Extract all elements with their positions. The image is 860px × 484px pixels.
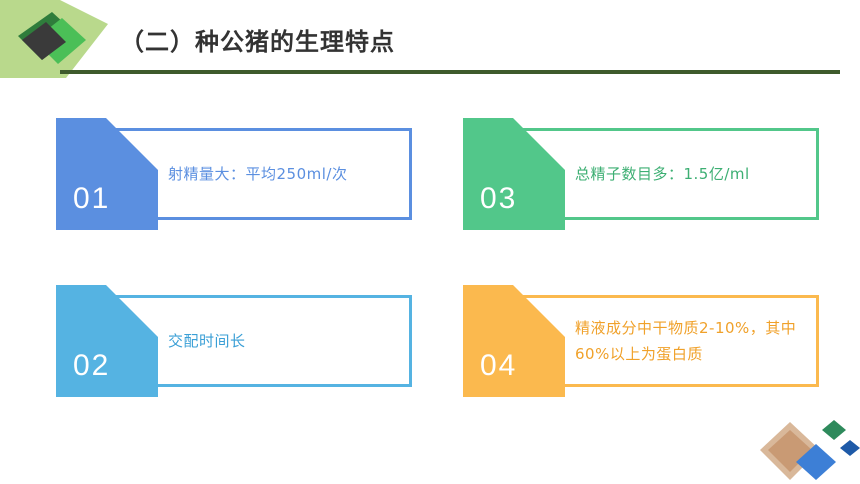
title-underline xyxy=(60,70,840,74)
card-text: 精液成分中干物质2-10%，其中60%以上为蛋白质 xyxy=(575,319,797,363)
slide-logo-icon xyxy=(0,0,108,78)
card-frame xyxy=(519,295,819,387)
card-frame xyxy=(519,128,819,220)
card-number: 02 xyxy=(73,349,111,382)
card-03: 03 总精子数目多：1.5亿/ml xyxy=(463,118,819,230)
card-frame xyxy=(112,295,412,387)
card-frame xyxy=(112,128,412,220)
card-text: 交配时间长 xyxy=(168,332,246,350)
corner-decoration-icon xyxy=(760,420,860,480)
slide-title: （二）种公猪的生理特点 xyxy=(120,28,395,56)
card-02: 02 交配时间长 xyxy=(56,285,412,397)
card-01: 01 射精量大：平均250ml/次 xyxy=(56,118,412,230)
card-text: 射精量大：平均250ml/次 xyxy=(168,165,348,183)
card-text: 总精子数目多：1.5亿/ml xyxy=(575,165,750,183)
card-04: 04 精液成分中干物质2-10%，其中60%以上为蛋白质 xyxy=(463,285,819,397)
card-number: 01 xyxy=(73,182,111,215)
card-number: 04 xyxy=(480,349,518,382)
card-number: 03 xyxy=(480,182,518,215)
